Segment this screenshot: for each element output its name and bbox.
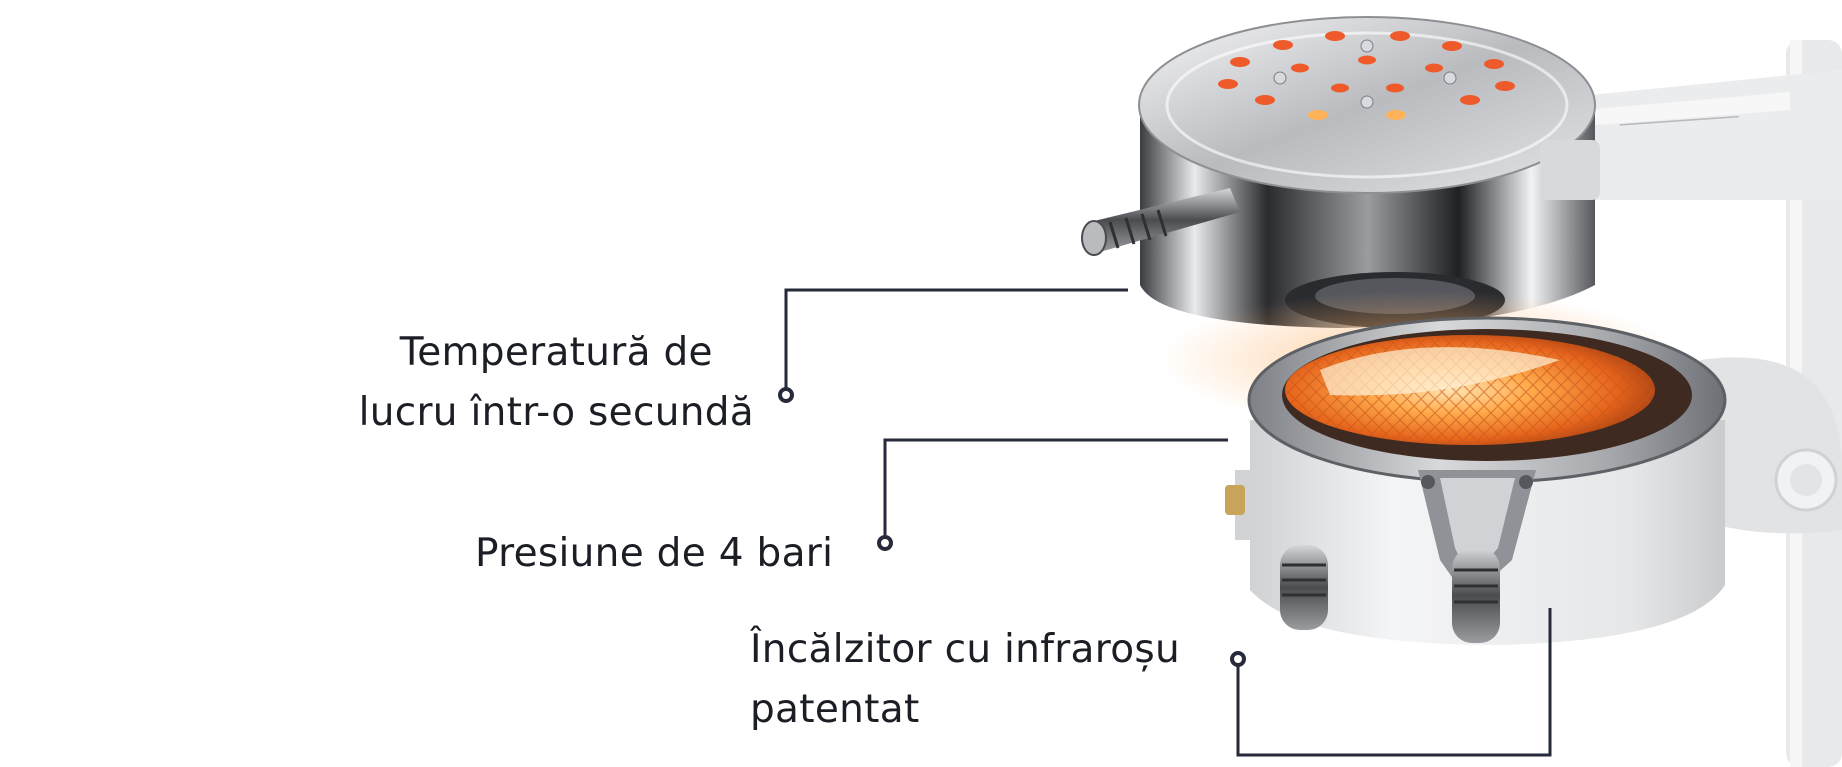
feature-label-line: Presiune de 4 bari	[475, 531, 834, 576]
callout-line-3	[1236, 608, 1552, 757]
heater-base	[1225, 316, 1727, 645]
feature-label-temperature: Temperatură de lucru într-o secundă	[359, 323, 754, 443]
base-knob-left	[1280, 545, 1328, 630]
base-knob-center	[1452, 548, 1500, 643]
callout-dot-3	[1230, 651, 1246, 667]
stand-arm: ━━━━━━━━━━━━━━━━━━━━━━	[1540, 40, 1842, 767]
callout-dot-2	[877, 535, 893, 551]
callout-line-1	[784, 288, 1128, 388]
feature-label-line: Temperatură de	[399, 330, 713, 375]
feature-label-line: patentat	[750, 687, 920, 732]
vent-holes	[1218, 31, 1515, 120]
feature-label-line: lucru într-o secundă	[358, 390, 754, 435]
callout-line-2	[883, 438, 1228, 535]
callout-dot-1	[778, 387, 794, 403]
callout-lines	[784, 288, 1552, 757]
feature-label-pressure: Presiune de 4 bari	[475, 524, 833, 584]
chrome-lid	[1081, 16, 1600, 328]
feature-label-line: Încălzitor cu infraroșu	[750, 627, 1181, 672]
feature-label-infrared-heater: Încălzitor cu infraroșu patentat	[750, 620, 1180, 740]
lid-handle	[1081, 188, 1240, 256]
